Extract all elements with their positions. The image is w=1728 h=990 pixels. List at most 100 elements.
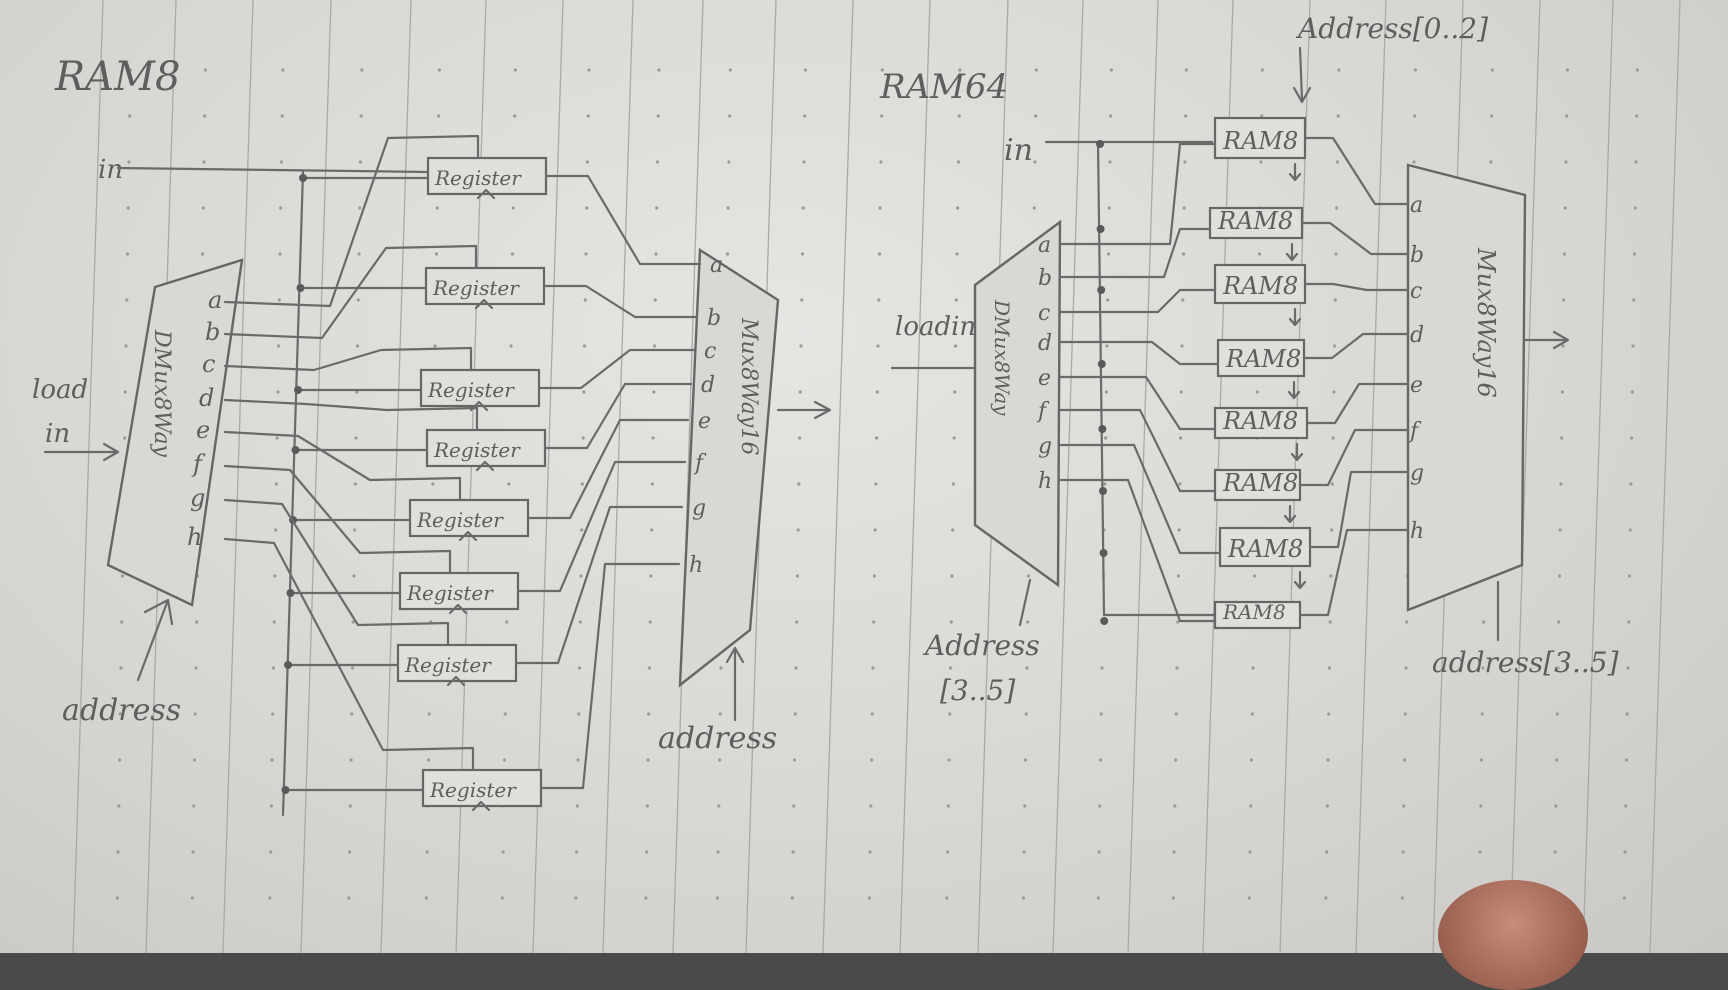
grid-dot (117, 758, 122, 762)
grid-dot (1181, 298, 1185, 302)
ram64-address-arrow (1287, 380, 1301, 400)
grid-dot (795, 620, 799, 624)
grid-dot (274, 528, 278, 532)
grid-dot (1099, 712, 1103, 716)
grid-dot (1554, 758, 1559, 762)
grid-dot (1106, 298, 1110, 302)
grid-dot (509, 344, 513, 348)
ram8-dmux-port-c: c (202, 350, 215, 378)
grid-dot (1562, 252, 1567, 256)
grid-dot (1554, 804, 1558, 808)
ram8-load-wire (223, 398, 479, 432)
grid-dot (1176, 620, 1180, 624)
ram8-dmux-address-arrow (136, 598, 174, 682)
grid-dot (716, 850, 720, 854)
grid-dot (1026, 620, 1030, 624)
grid-dot (655, 160, 660, 164)
grid-dot (350, 666, 355, 670)
grid-dot (1633, 206, 1637, 210)
grid-dot (586, 114, 590, 118)
ram8-load-label: load (32, 375, 88, 405)
ram8-dmux-port-e: e (196, 416, 210, 444)
grid-dot (1334, 252, 1338, 256)
ram64-mux-port-g: g (1410, 461, 1424, 486)
grid-dot (718, 712, 722, 716)
grid-dot (507, 482, 511, 486)
grid-dot (1180, 344, 1184, 348)
grid-dot (437, 114, 441, 118)
ram8-mux-port-e: e (698, 409, 711, 434)
ruled-line (1355, 0, 1387, 954)
ram64-dmux-port-a: a (1038, 233, 1051, 258)
grid-dot (1556, 666, 1560, 670)
grid-dot (116, 850, 120, 854)
ram64-address-arrow (1290, 442, 1304, 462)
grid-dot (800, 252, 805, 256)
grid-dot (274, 482, 278, 486)
grid-dot (510, 252, 515, 256)
ram64-dmux-address-label-1: Address (922, 629, 1040, 662)
ram8-register-box (426, 156, 548, 196)
grid-dot (280, 114, 284, 118)
grid-dot (1481, 666, 1485, 670)
grid-dot (117, 804, 121, 808)
junction-dot (1098, 425, 1107, 433)
junction-dot (291, 446, 300, 454)
ram64-ram8-box (1213, 406, 1309, 440)
grid-dot (1625, 712, 1629, 716)
ruled-line (72, 0, 104, 954)
grid-dot (1107, 206, 1111, 210)
ram8-mux-port-d: d (701, 373, 715, 398)
ram8-mux-port-g: g (692, 496, 706, 521)
grid-dot (1022, 850, 1026, 854)
grid-dot (1248, 850, 1252, 854)
grid-dot (1489, 160, 1493, 164)
ram64-out-wire (1298, 428, 1410, 487)
grid-dot (792, 804, 796, 808)
ram8-mux-address-arrow (725, 646, 745, 722)
ram64-mux (1406, 163, 1527, 612)
grid-dot (1024, 712, 1028, 716)
ram64-ram8-label: RAM8 (1222, 407, 1298, 435)
ram64-mux-address-label: address[3..5] (1432, 646, 1619, 679)
grid-dot (1565, 68, 1569, 72)
grid-dot (1104, 390, 1108, 394)
grid-dot (1103, 482, 1107, 486)
grid-dot (1560, 390, 1564, 394)
ram64-mux-port-b: b (1410, 243, 1424, 268)
grid-dot (1109, 68, 1113, 72)
grid-dot (945, 896, 949, 900)
grid-dot (1622, 896, 1626, 900)
ram64-load-wire (1058, 288, 1217, 314)
grid-dot (653, 298, 657, 302)
ram64-ram8-label: RAM8 (1227, 535, 1303, 563)
grid-dot (269, 804, 273, 808)
grid-dot (358, 160, 363, 164)
grid-dot (1635, 68, 1639, 72)
grid-dot (1555, 712, 1559, 716)
grid-dot (1252, 574, 1257, 578)
grid-dot (123, 436, 127, 440)
grid-dot (654, 252, 658, 256)
grid-dot (581, 436, 585, 440)
ram64-ram8-label: RAM8 (1222, 272, 1298, 300)
ram8-register-label: Register (416, 508, 504, 532)
grid-dot (192, 804, 196, 808)
grid-dot (956, 160, 961, 164)
grid-dot (1402, 758, 1407, 762)
grid-dot (1335, 206, 1339, 210)
grid-dot (1021, 896, 1025, 900)
ram64-ram8-box (1213, 468, 1302, 502)
grid-dot (192, 758, 197, 762)
grid-dot (717, 804, 721, 808)
grid-dot (1108, 160, 1112, 164)
ram64-address-arrow (1283, 504, 1297, 524)
grid-dot (946, 804, 950, 808)
ram64-diagram: RAM64 Address[0..2] in loadin DMux8Way a… (879, 12, 1619, 707)
grid-dot (1097, 850, 1101, 854)
grid-dot (1109, 114, 1113, 118)
junction-dot (296, 284, 305, 292)
